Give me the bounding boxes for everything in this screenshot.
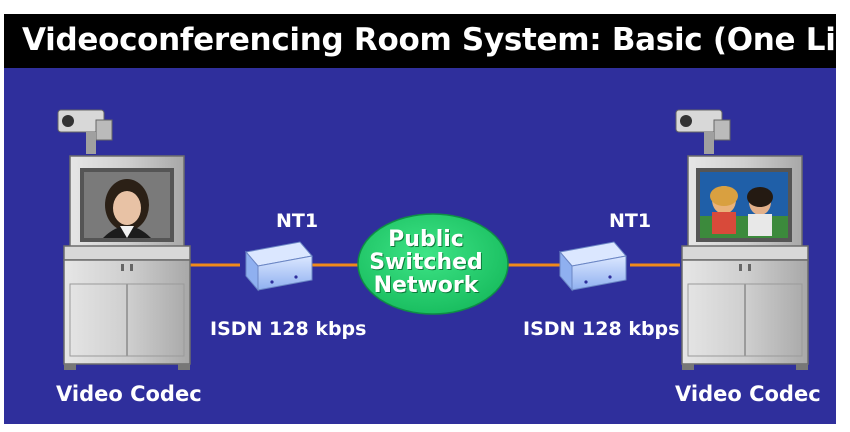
network-label-line: Switched: [369, 250, 483, 275]
nt1-label-right: NT1: [609, 210, 652, 232]
left-station: [57, 109, 191, 370]
video-codec-label-left: Video Codec: [56, 382, 202, 406]
cabinet-icon: [63, 245, 191, 370]
nt1-device-icon: [559, 241, 627, 292]
network-label-line: Public: [388, 227, 464, 252]
video-codec-label-right: Video Codec: [675, 382, 821, 406]
camera-icon: [675, 109, 731, 154]
title-banner: [4, 14, 836, 68]
diagram-title: Videoconferencing Room System: Basic (On…: [22, 22, 850, 58]
isdn-label-left: ISDN 128 kbps: [210, 318, 367, 340]
network-label: Public Switched Network: [356, 228, 496, 297]
nt1-device-icon: [245, 241, 313, 292]
network-label-line: Network: [373, 273, 479, 298]
camera-icon: [57, 109, 113, 154]
monitor-icon: [69, 155, 185, 249]
isdn-label-right: ISDN 128 kbps: [523, 318, 680, 340]
right-station: [675, 109, 809, 370]
network-cloud-icon: [357, 213, 509, 315]
cabinet-icon: [681, 245, 809, 370]
nt1-label-left: NT1: [276, 210, 319, 232]
monitor-icon: [687, 155, 803, 249]
